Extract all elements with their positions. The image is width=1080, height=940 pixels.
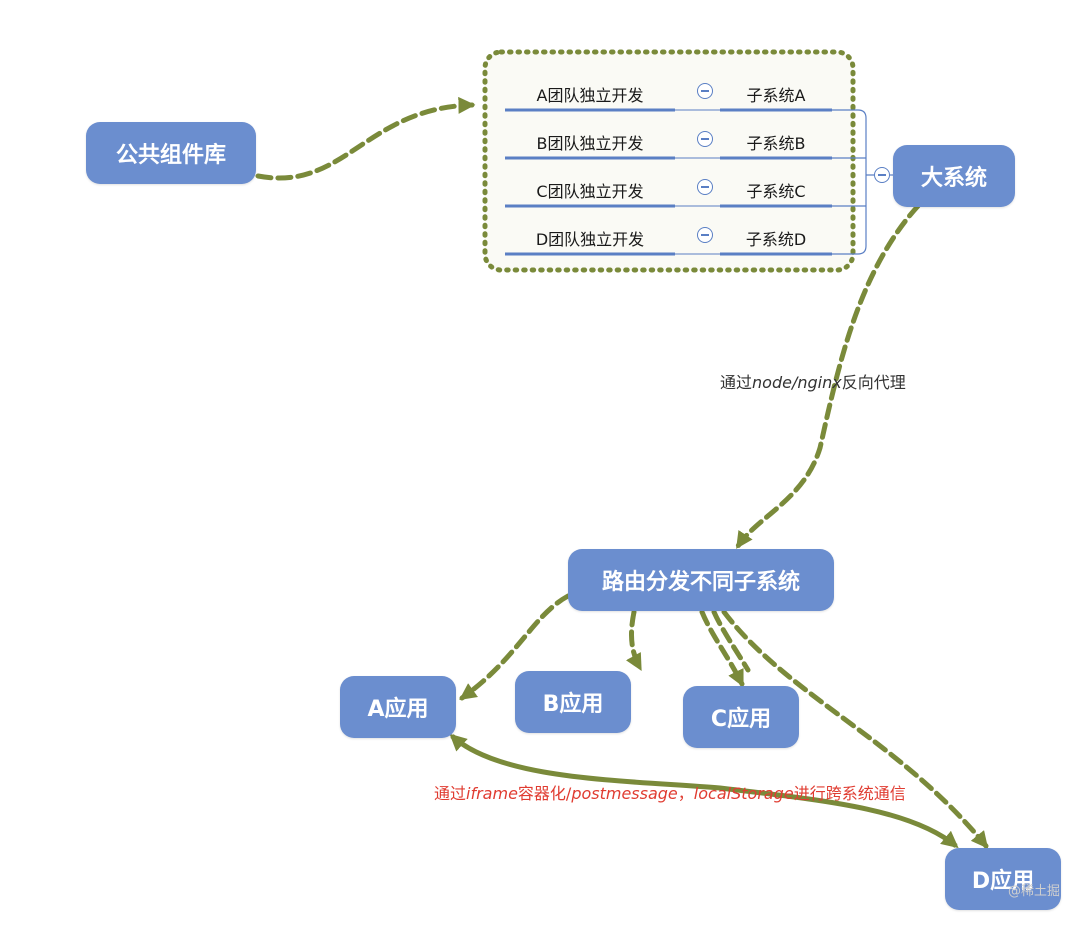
group-boundary (482, 49, 856, 273)
arrow-common-to-group (255, 96, 476, 181)
row-underlines (505, 108, 832, 256)
comm-label-part-2: 容器化/ (517, 784, 572, 803)
row-link-lines (675, 109, 720, 255)
subsystem-a-label: 子系统A (746, 86, 806, 105)
comm-label-part-1: 通过 (434, 784, 467, 803)
subsystem-d-label: 子系统D (745, 230, 807, 249)
common-lib-node[interactable]: 公共组件库 (86, 122, 256, 184)
collapse-a-icon[interactable] (697, 83, 713, 99)
team-a-label: A团队独立开发 (536, 86, 644, 105)
team-d-label: D团队独立开发 (535, 230, 645, 249)
big-system-node[interactable]: 大系统 (893, 145, 1015, 207)
comm-label-italic-1: iframe (466, 784, 518, 803)
communication-edge-label: 通过iframe容器化/postmessage，localStorage进行跨系… (434, 780, 906, 804)
arrow-a-d-communication (449, 733, 959, 849)
proxy-label-italic: node/nginx (752, 373, 842, 392)
team-b-label: B团队独立开发 (536, 134, 644, 153)
proxy-edge-label: 通过node/nginx反向代理 (720, 369, 906, 393)
comm-label-part-3: ， (677, 784, 694, 803)
subsystem-bracket (832, 109, 875, 255)
arrow-router-to-c (699, 609, 745, 688)
subsystem-c-label: 子系统C (746, 182, 806, 201)
subsystem-b-label: 子系统B (746, 134, 806, 153)
arrow-system-to-router (735, 203, 921, 549)
app-c-node[interactable]: C应用 (683, 686, 799, 748)
arrow-router-to-c-double (711, 609, 751, 673)
app-b-node[interactable]: B应用 (515, 671, 631, 733)
app-a-node[interactable]: A应用 (340, 676, 456, 738)
proxy-label-prefix: 通过 (720, 373, 753, 392)
collapse-c-icon[interactable] (697, 179, 713, 195)
collapse-d-icon[interactable] (697, 227, 713, 243)
comm-label-part-4: 进行跨系统通信 (793, 784, 906, 803)
arrow-router-to-a (459, 593, 571, 701)
router-node[interactable]: 路由分发不同子系统 (568, 549, 834, 611)
comm-label-italic-2: postmessage (571, 784, 678, 803)
comm-label-italic-3: localStorage (693, 784, 794, 803)
watermark: @稀土掘 (1008, 884, 1061, 899)
app-d-node[interactable]: D应用 (945, 848, 1061, 910)
collapse-b-icon[interactable] (697, 131, 713, 147)
team-c-label: C团队独立开发 (536, 182, 644, 201)
collapse-system-icon[interactable] (874, 167, 890, 183)
proxy-label-suffix: 反向代理 (841, 373, 906, 392)
arrow-router-to-b (625, 609, 643, 671)
